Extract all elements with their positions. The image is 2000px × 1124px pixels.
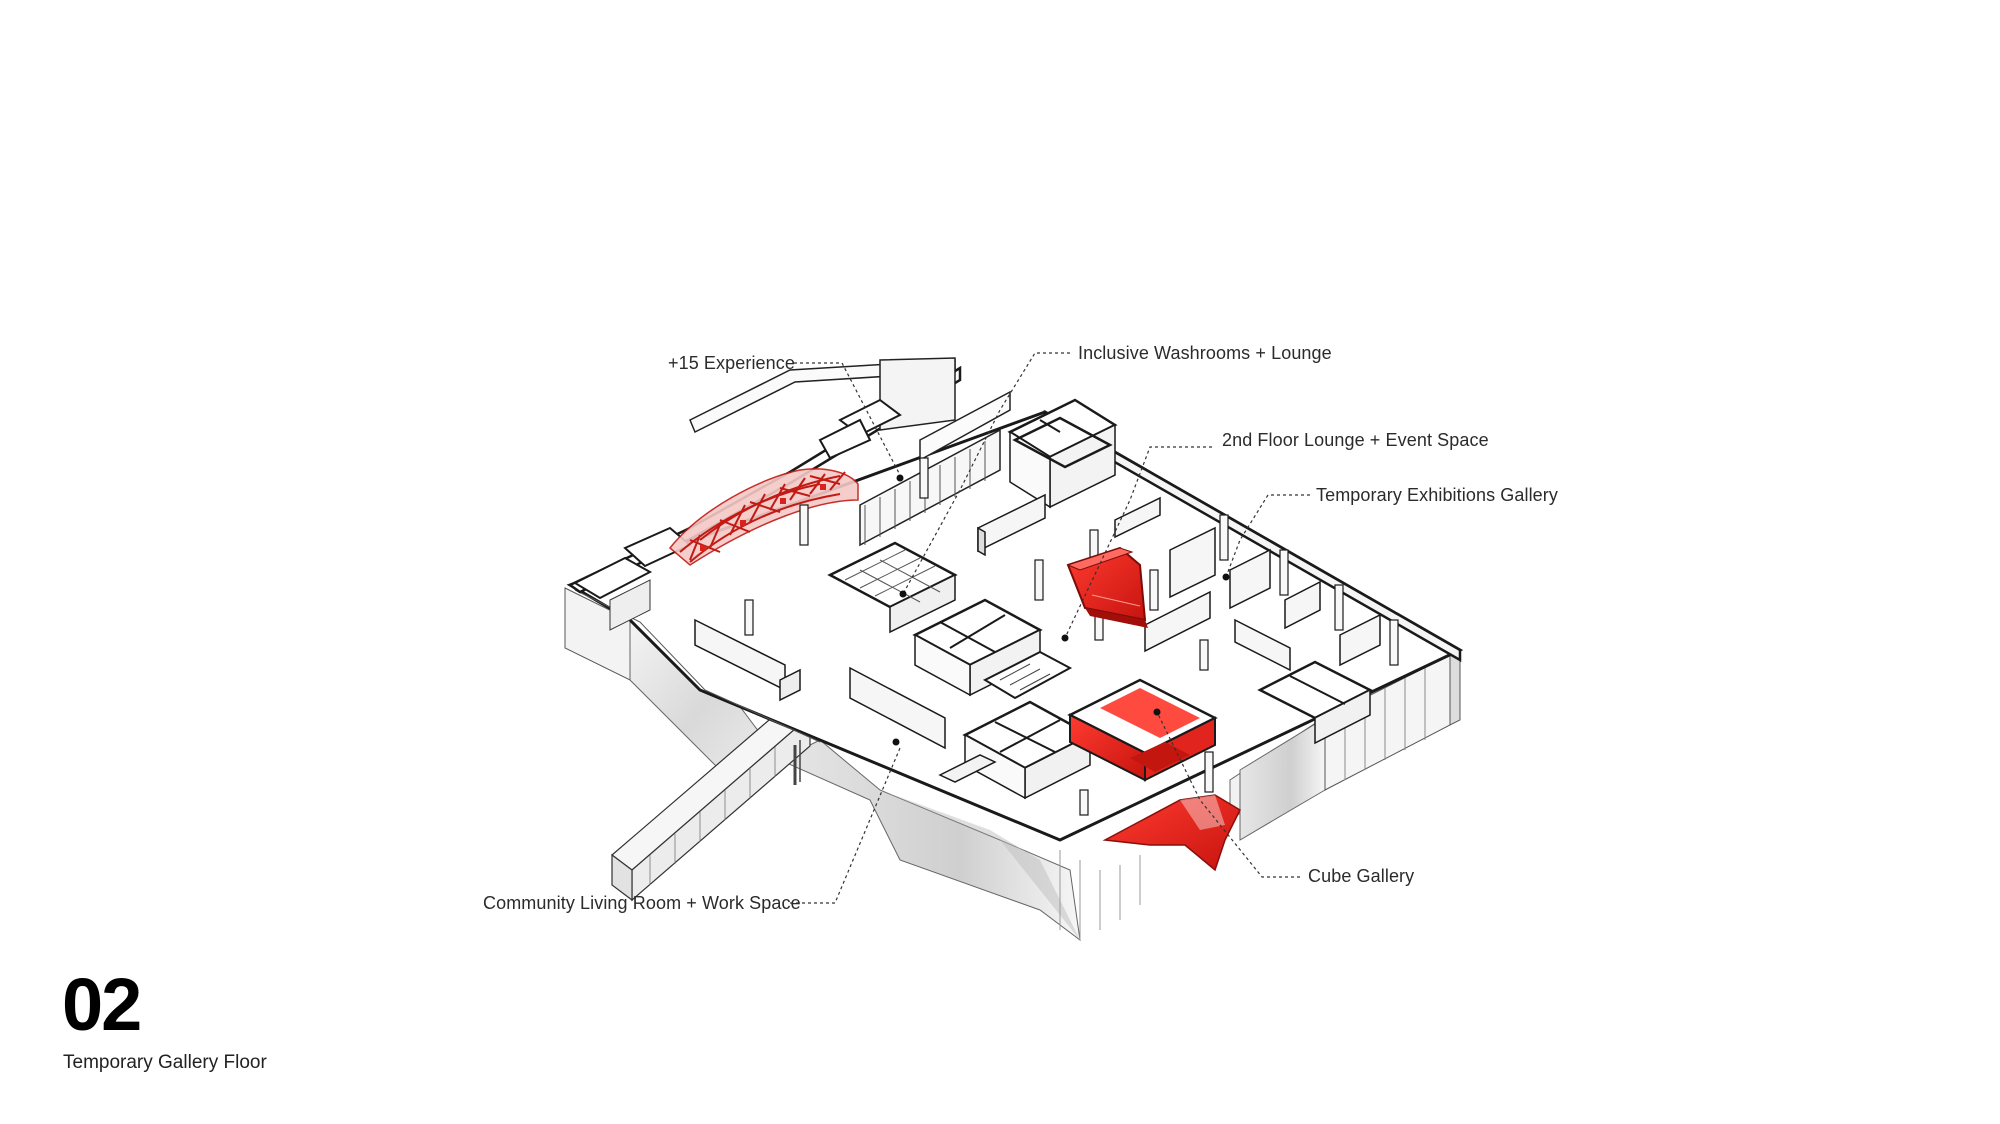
- building-facades: [564, 587, 1461, 942]
- leader-lounge: [1064, 446, 1212, 639]
- floor-title: Temporary Gallery Floor: [63, 1052, 267, 1073]
- pedestrian-bridge: [611, 701, 811, 902]
- label-2nd-floor-lounge: 2nd Floor Lounge + Event Space: [1222, 430, 1489, 450]
- leader-temporary: [1225, 494, 1310, 578]
- label-community-living-room: Community Living Room + Work Space: [483, 893, 801, 913]
- label-temporary-exhibitions: Temporary Exhibitions Gallery: [1316, 485, 1558, 505]
- label-inclusive-washrooms: Inclusive Washrooms + Lounge: [1078, 343, 1332, 363]
- label-plus15-experience: +15 Experience: [668, 353, 795, 373]
- floor-number: 02: [62, 963, 142, 1046]
- leader-dots: [892, 474, 1230, 746]
- leader-plus15: [794, 362, 901, 476]
- gallery-walls: [694, 398, 1462, 816]
- red-truss-structure: [668, 468, 859, 566]
- red-lounge-volume: [1066, 546, 1148, 628]
- leader-washrooms: [902, 352, 1070, 595]
- leader-lines: [790, 352, 1310, 904]
- label-cube-gallery: Cube Gallery: [1308, 866, 1415, 886]
- leader-cube: [1156, 711, 1300, 878]
- leader-community: [790, 747, 901, 904]
- plus15-wing: [567, 357, 1011, 631]
